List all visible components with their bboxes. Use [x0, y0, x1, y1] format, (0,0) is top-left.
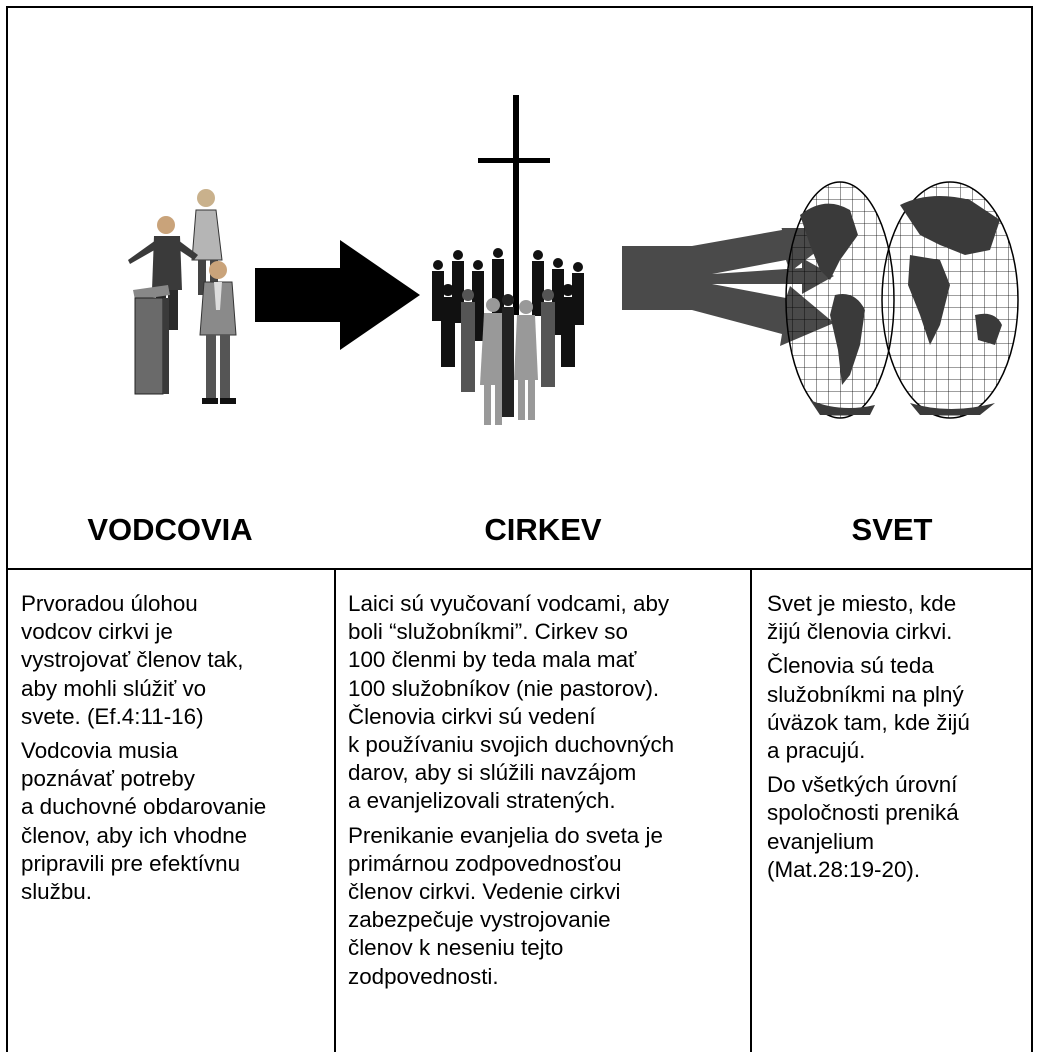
church-crowd-clipart — [432, 95, 584, 425]
leaders-clipart — [128, 189, 237, 404]
arrow-icon — [255, 240, 420, 350]
diagram-frame — [6, 6, 1033, 1052]
divider-horizontal — [6, 568, 1033, 570]
paragraph: Do všetkých úrovní spoločnosti preniká e… — [767, 772, 959, 882]
divider-vertical-1 — [334, 569, 336, 1052]
column-cirkev: Laici sú vyučovaní vodcami, aby boli “sl… — [348, 590, 743, 997]
heading-svet: SVET — [851, 512, 933, 547]
heading-vodcovia: VODCOVIA — [87, 512, 253, 547]
paragraph: Prvoradou úlohou vodcov cirkvi je vystro… — [21, 591, 244, 729]
divider-vertical-2 — [750, 569, 752, 1052]
paragraph: Laici sú vyučovaní vodcami, aby boli “sl… — [348, 591, 675, 814]
split-arrow-icon — [622, 228, 834, 346]
paragraph: Členovia sú teda služobníkmi na plný úvä… — [767, 653, 970, 764]
heading-cirkev: CIRKEV — [484, 512, 602, 547]
paragraph: Vodcovia musia poznávať potreby a duchov… — [21, 738, 267, 905]
column-vodcovia: Prvoradou úlohou vodcov cirkvi je vystro… — [21, 590, 326, 912]
world-map-clipart — [785, 181, 1019, 419]
column-svet: Svet je miesto, kde žijú členovia cirkvi… — [767, 590, 1029, 890]
paragraph: Prenikanie evanjelia do sveta je primárn… — [348, 822, 663, 989]
paragraph: Svet je miesto, kde žijú členovia cirkvi… — [767, 591, 957, 645]
